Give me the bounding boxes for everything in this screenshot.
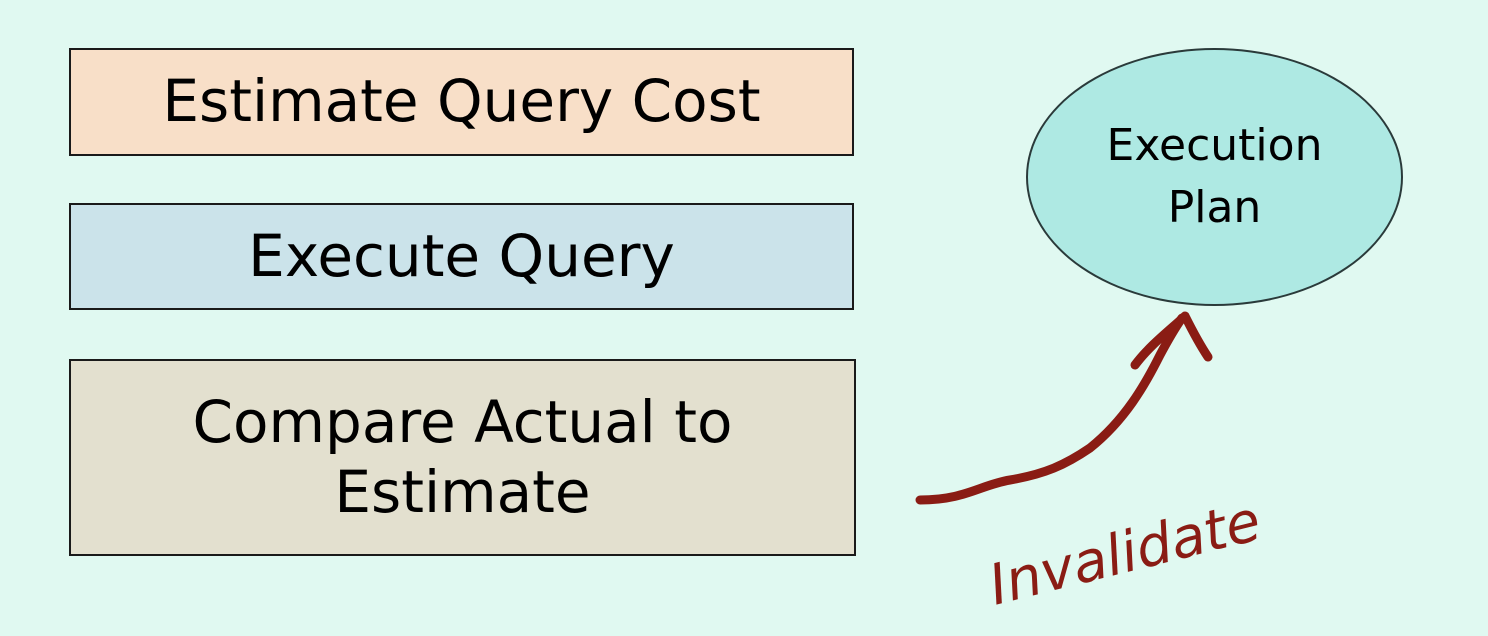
- estimate-query-cost-box: Estimate Query Cost: [69, 48, 854, 156]
- execution-plan-node: Execution Plan: [1026, 48, 1403, 306]
- execution-plan-line-1: Execution: [1106, 120, 1323, 172]
- estimate-query-cost-label: Estimate Query Cost: [162, 67, 761, 136]
- compare-label-line-2: Estimate: [334, 457, 591, 526]
- invalidate-label: Invalidate: [983, 489, 1267, 619]
- compare-actual-to-estimate-box: Compare Actual to Estimate: [69, 359, 856, 556]
- execute-query-label: Execute Query: [248, 221, 675, 290]
- handdrawn-arrow-icon: [915, 311, 1213, 505]
- execution-plan-line-2: Plan: [1167, 182, 1262, 233]
- compare-label-line-1: Compare Actual to: [192, 387, 733, 456]
- execute-query-box: Execute Query: [69, 203, 854, 310]
